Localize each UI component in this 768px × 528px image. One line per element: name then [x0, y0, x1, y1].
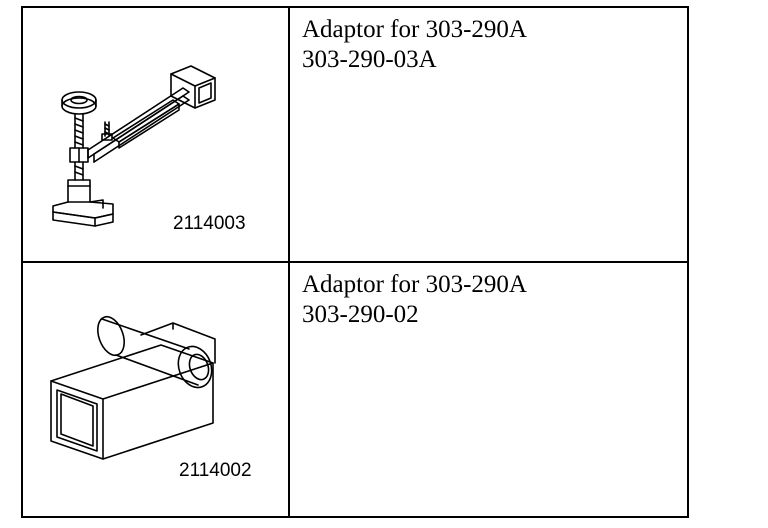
illustration-code: 2114002 [179, 460, 252, 481]
tool-row: 2114002 Adaptor for 303-290A 303-290-02 [23, 263, 687, 516]
tool-illustration-cell: 2114002 [23, 263, 290, 516]
illustration-code: 2114003 [173, 213, 246, 234]
adaptor-block-icon [50, 315, 216, 460]
tool-description: Adaptor for 303-290A [302, 271, 527, 298]
tool-part-number: 303-290-02 [302, 301, 419, 328]
tool-row: 2114003 Adaptor for 303-290A 303-290-03A [23, 8, 687, 263]
tool-description-cell: Adaptor for 303-290A 303-290-02 [290, 263, 687, 516]
adaptor-clamp-icon [52, 65, 216, 227]
tool-illustration-cell: 2114003 [23, 8, 290, 261]
special-tools-table: 2114003 Adaptor for 303-290A 303-290-03A [21, 6, 689, 518]
tool-description-cell: Adaptor for 303-290A 303-290-03A [290, 8, 687, 261]
tool-part-number: 303-290-03A [302, 46, 437, 73]
tool-description: Adaptor for 303-290A [302, 16, 527, 43]
